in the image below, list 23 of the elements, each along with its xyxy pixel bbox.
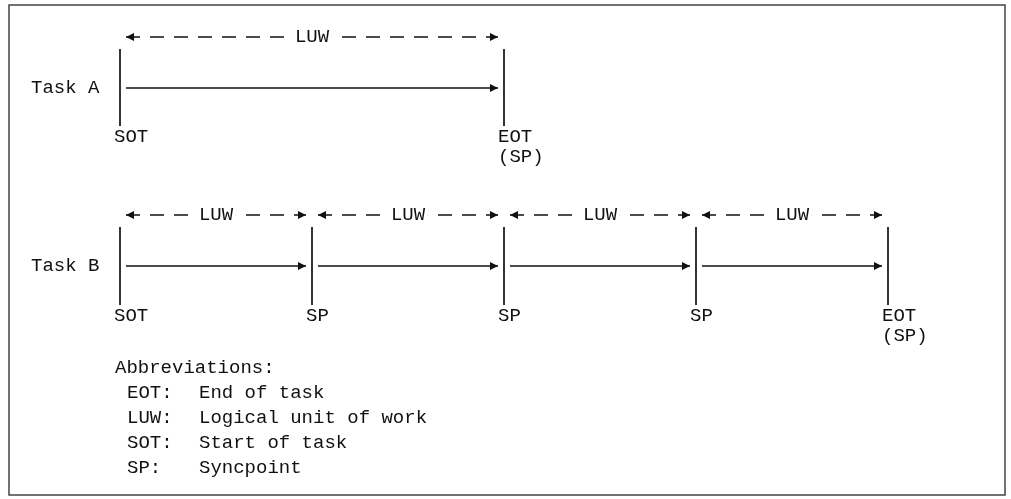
abbreviation-definition: Syncpoint [199, 457, 302, 479]
arrow [509, 262, 691, 270]
arrow [701, 262, 883, 270]
point-label: EOT (SP) [498, 127, 545, 167]
abbreviation: LUW: [127, 407, 173, 429]
abbreviation: EOT: [127, 382, 173, 404]
abbreviation-definition: End of task [199, 382, 325, 404]
point-label: SOT [114, 306, 150, 326]
point-label: SP [690, 306, 714, 326]
arrow [125, 262, 307, 270]
point-label: SP [306, 306, 330, 326]
point-label: EOT (SP) [882, 306, 929, 346]
legend-heading: Abbreviations: [115, 357, 275, 379]
abbreviation-definition: Start of task [199, 432, 348, 454]
row-label: Task A [31, 77, 100, 99]
abbreviation: SOT: [127, 432, 173, 454]
point-label: SP [498, 306, 522, 326]
arrow [317, 262, 499, 270]
abbreviation: SP: [127, 457, 162, 479]
arrow [125, 84, 499, 92]
row-label: Task B [31, 255, 100, 277]
abbreviation-definition: Logical unit of work [199, 407, 428, 429]
point-label: SOT [114, 127, 150, 147]
